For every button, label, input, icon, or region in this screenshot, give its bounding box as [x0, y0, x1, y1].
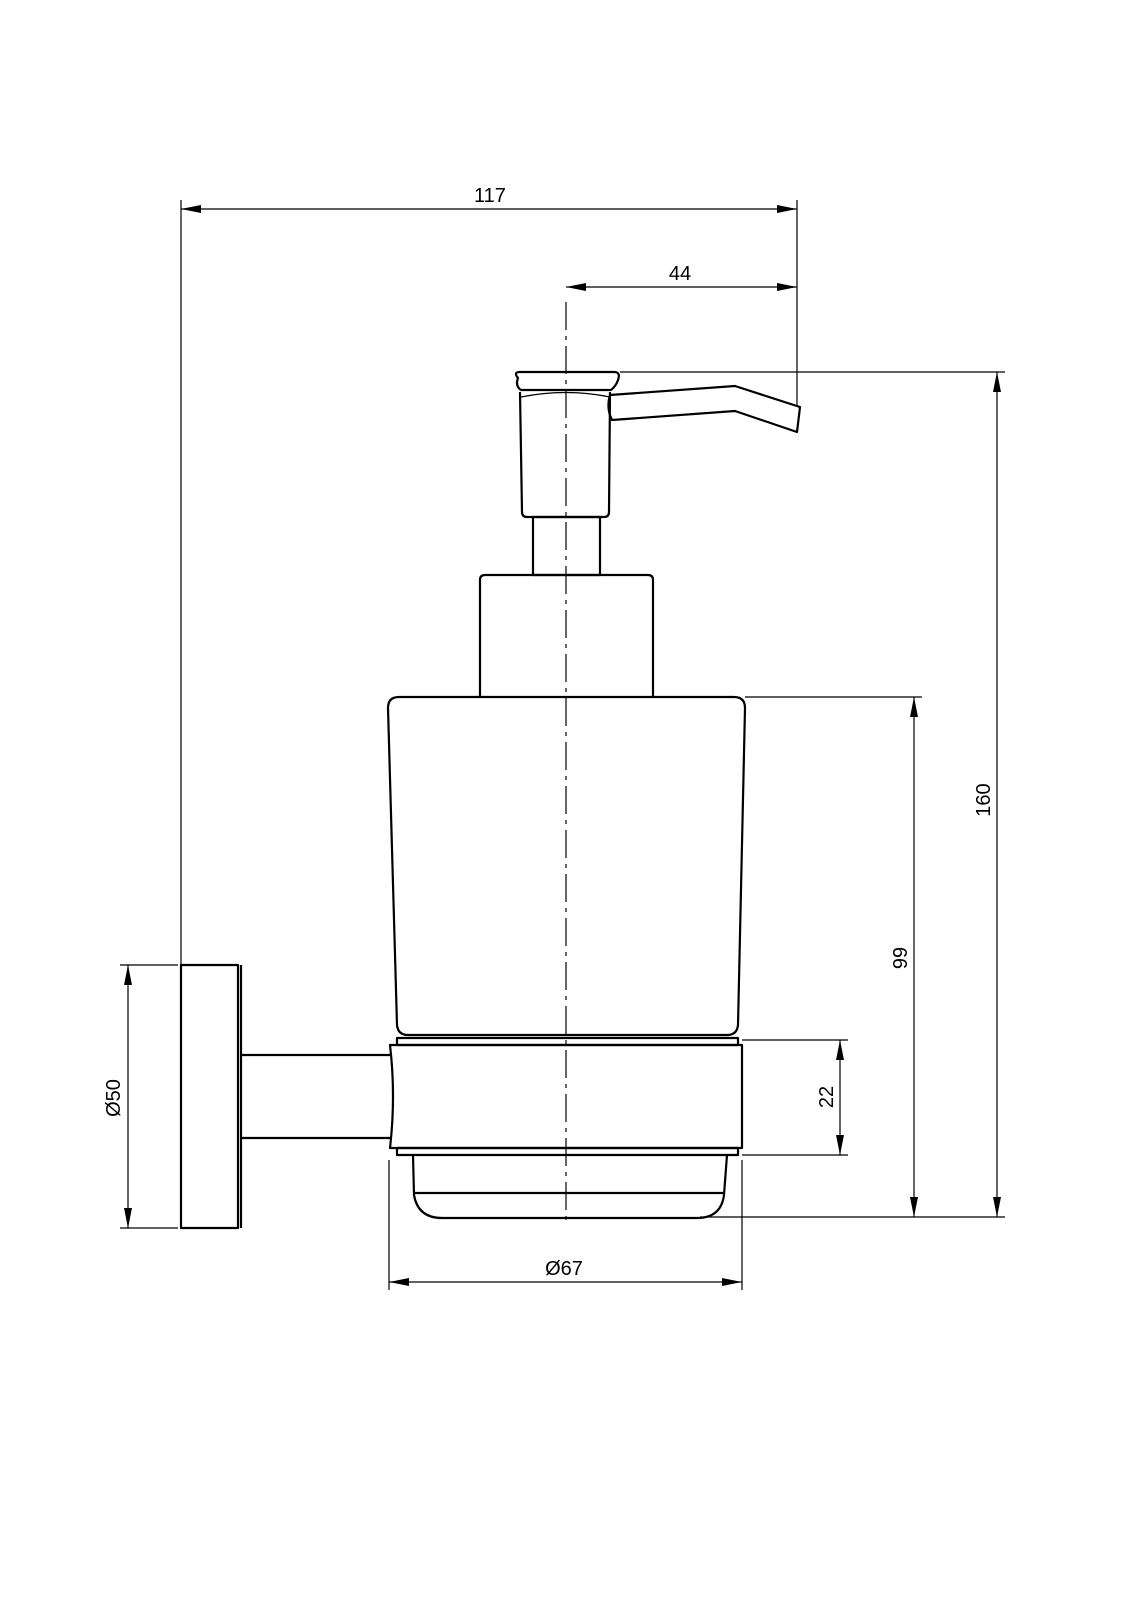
- holder-ring: [388, 1036, 744, 1157]
- wall-plate: [179, 963, 243, 1230]
- pump-head: [514, 370, 620, 519]
- dimension-label: 44: [669, 263, 691, 285]
- dimension-label: 22: [816, 1086, 838, 1108]
- dimension-diameter-50: Ø50: [103, 965, 132, 1228]
- dimension-label: 117: [474, 185, 506, 207]
- holder-arm: [241, 1053, 390, 1140]
- dimension-99: 99: [890, 697, 918, 1217]
- dimension-label: Ø67: [545, 1258, 583, 1280]
- dimension-label: 99: [890, 947, 912, 969]
- dimension-label: 160: [973, 783, 995, 816]
- dimension-22: 22: [816, 1040, 844, 1155]
- dimension-label: Ø50: [103, 1079, 125, 1117]
- dimension-117: 117: [181, 185, 797, 213]
- glass-container: [386, 695, 747, 1037]
- dimension-diameter-67: Ø67: [389, 1258, 742, 1286]
- pump-spout: [607, 384, 802, 434]
- glass-bottom: [411, 1154, 729, 1220]
- dimension-44: 44: [566, 263, 797, 291]
- dimension-160: 160: [973, 372, 1001, 1217]
- extension-lines: [120, 200, 1005, 1290]
